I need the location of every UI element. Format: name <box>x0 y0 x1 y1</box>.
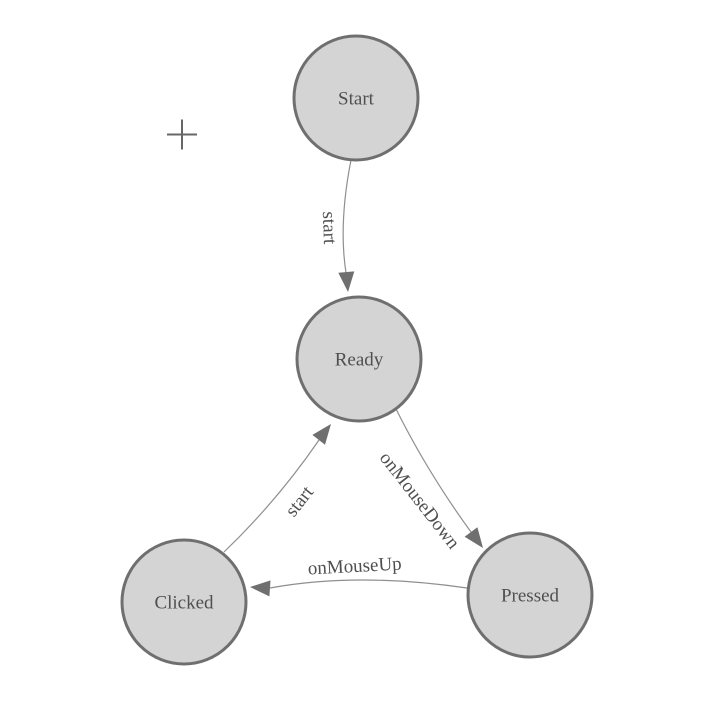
state-label: Start <box>338 89 375 110</box>
state-node-clicked[interactable]: Clicked <box>120 538 248 666</box>
edge-line <box>342 159 352 277</box>
edge-label-onmouseup: onMouseUp <box>307 554 402 580</box>
state-node-start[interactable]: Start <box>292 34 420 162</box>
arrowhead-icon <box>250 580 271 597</box>
edge-ready-to-pressed[interactable]: onMouseDown <box>375 408 483 554</box>
state-circle[interactable] <box>466 531 594 659</box>
edge-label-onmousedown: onMouseDown <box>375 448 464 554</box>
arrowhead-icon <box>464 527 483 548</box>
plus-crosshair-icon <box>167 119 197 150</box>
state-node-ready[interactable]: Ready <box>295 295 423 423</box>
state-node-pressed[interactable]: Pressed <box>466 531 594 659</box>
arrowhead-icon <box>338 271 355 292</box>
state-circle[interactable] <box>120 538 248 666</box>
edge-line <box>395 408 472 533</box>
state-circle[interactable] <box>295 295 423 423</box>
edge-line <box>223 439 320 553</box>
edge-line <box>269 579 468 589</box>
edge-start-to-ready[interactable]: start <box>318 159 355 292</box>
edge-label-start-2: start <box>281 482 318 521</box>
state-circle[interactable] <box>292 34 420 162</box>
state-label: Ready <box>335 350 384 371</box>
edge-clicked-to-ready[interactable]: start <box>223 424 331 553</box>
edge-label-start-1: start <box>318 211 340 245</box>
state-label: Pressed <box>501 586 560 607</box>
edge-pressed-to-clicked[interactable]: onMouseUp <box>250 554 468 597</box>
state-label: Clicked <box>154 593 214 614</box>
arrowhead-icon <box>312 424 331 445</box>
